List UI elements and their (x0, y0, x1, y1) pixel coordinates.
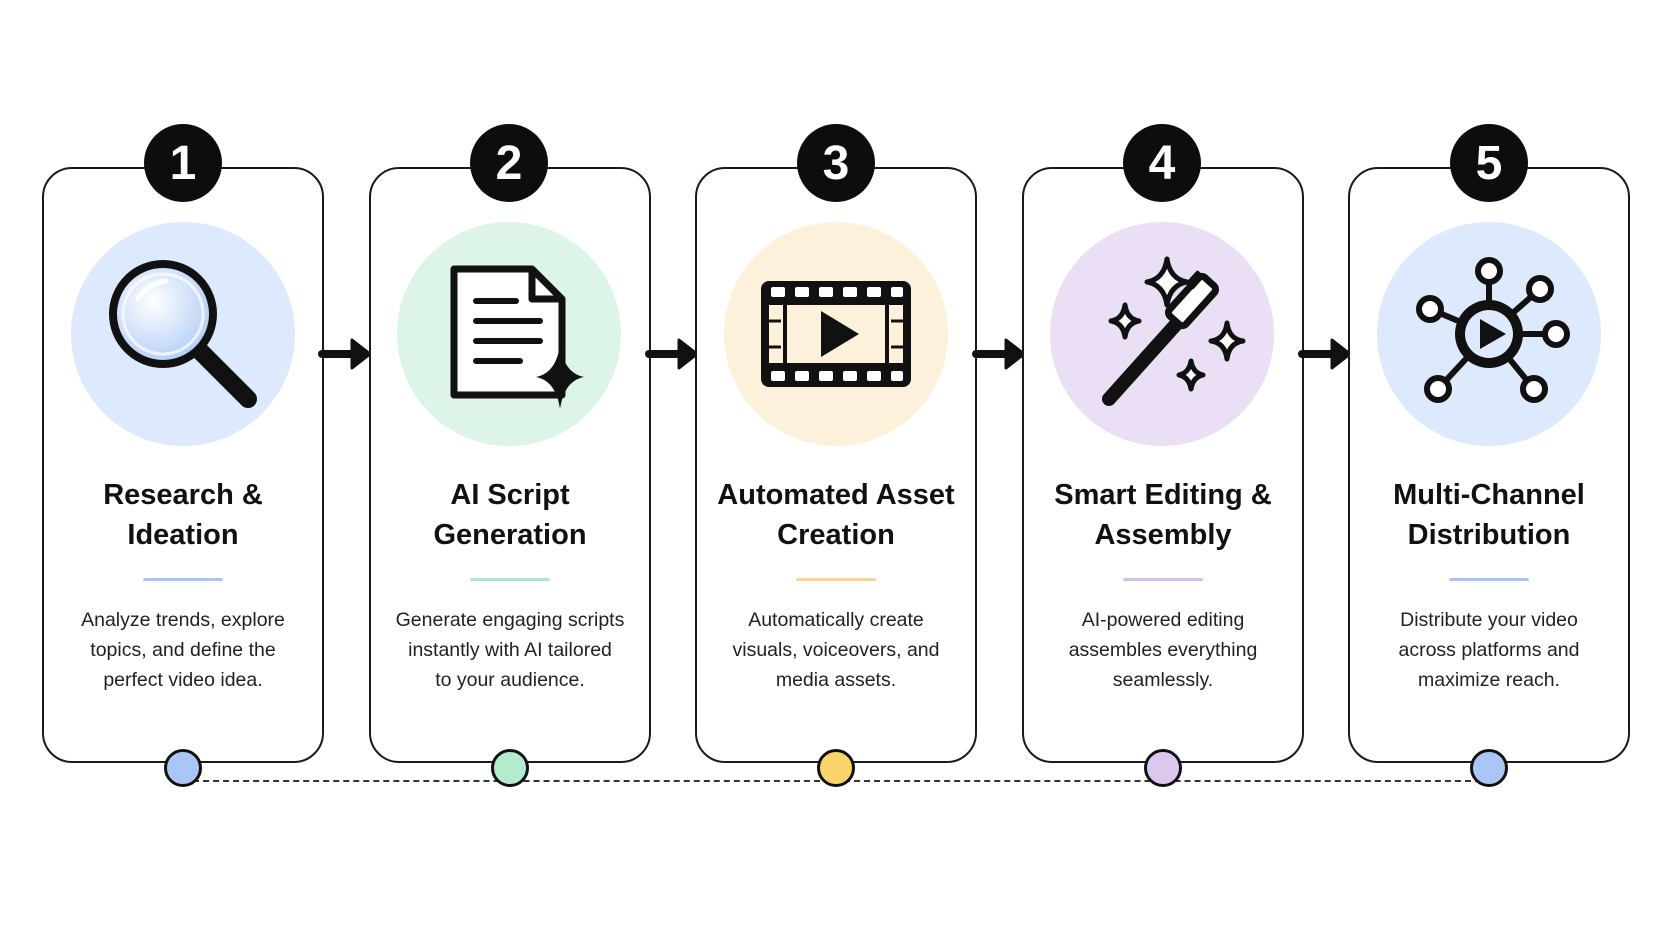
title-divider (1123, 578, 1203, 581)
timeline-dot-2 (491, 749, 529, 787)
timeline-dot-3 (817, 749, 855, 787)
arrow-right-icon (1298, 338, 1352, 370)
title-divider (796, 578, 876, 581)
network-play-icon (1416, 257, 1570, 403)
title-divider (470, 578, 550, 581)
title-divider (143, 578, 223, 581)
arrow-right-icon (645, 338, 699, 370)
step-title: Research &Ideation (103, 479, 263, 551)
timeline-dot-5 (1470, 749, 1508, 787)
magnifying-glass-icon (109, 260, 257, 408)
icon-circle (397, 222, 621, 446)
icon-circle (1377, 222, 1601, 446)
title-divider (1449, 578, 1529, 581)
step-number-badge: 1 (144, 124, 222, 202)
step-number-badge: 5 (1450, 124, 1528, 202)
film-play-icon (761, 281, 911, 387)
icon-circle (724, 222, 948, 446)
timeline-dot-4 (1144, 749, 1182, 787)
document-sparkle-icon (450, 265, 584, 409)
arrow-right-icon (972, 338, 1026, 370)
magic-wand-icon (1102, 256, 1246, 406)
icon-circle (71, 222, 295, 446)
step-title: Smart Editing &Assembly (1054, 479, 1272, 551)
step-number-badge: 3 (797, 124, 875, 202)
icon-circle (1050, 222, 1274, 446)
timeline-dot-1 (164, 749, 202, 787)
step-number-badge: 4 (1123, 124, 1201, 202)
arrow-right-icon (318, 338, 372, 370)
step-number-badge: 2 (470, 124, 548, 202)
